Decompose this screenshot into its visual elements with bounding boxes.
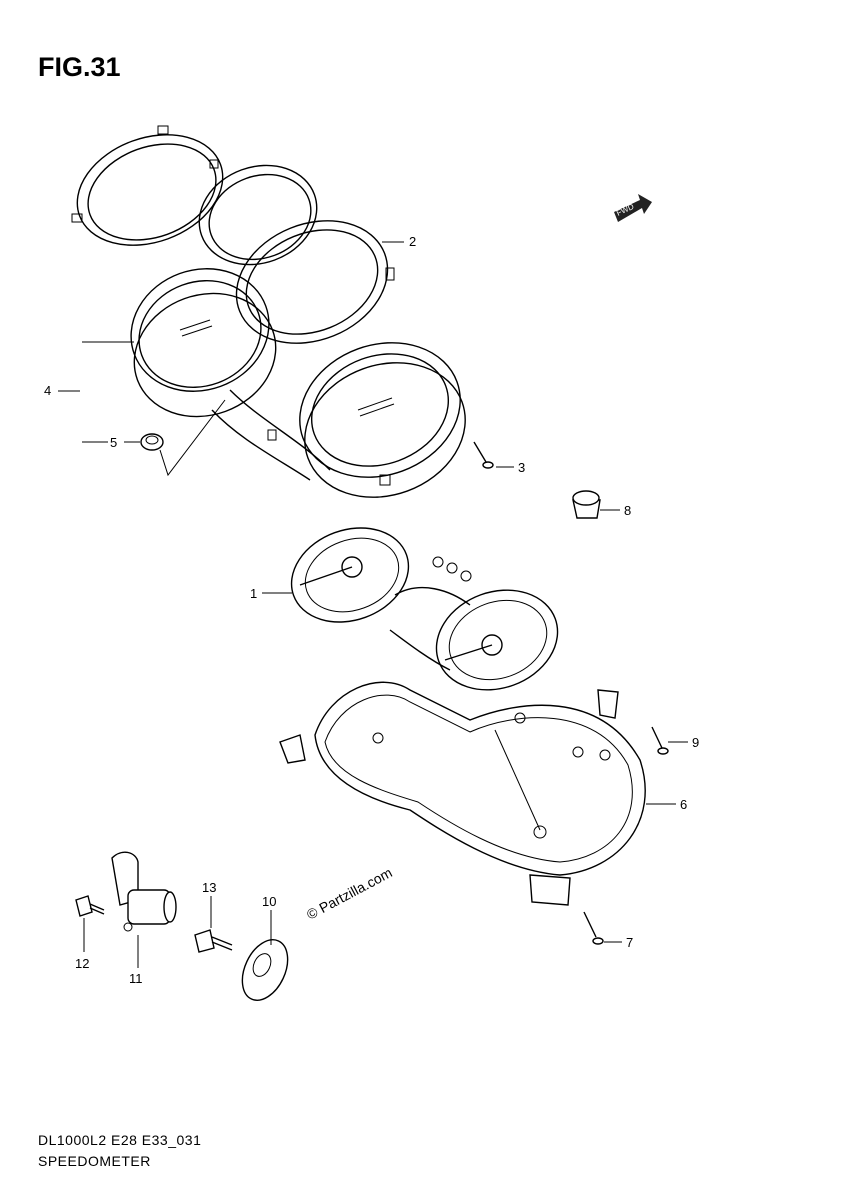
callout-9: 9: [692, 735, 699, 750]
front-bezel-ring: [235, 220, 395, 344]
callout-2: 2: [409, 234, 416, 249]
screw-3: [473, 441, 494, 469]
callout-13: 13: [202, 880, 216, 895]
callout-6: 6: [680, 797, 687, 812]
diagram-code: DL1000L2 E28 E33_031: [38, 1132, 202, 1148]
rotor-10: [241, 939, 289, 1001]
figure-title: FIG.31: [38, 52, 121, 82]
callout-3: 3: [518, 460, 525, 475]
callout-8: 8: [624, 503, 631, 518]
screw-9: [651, 726, 669, 755]
meter-lower-case: [279, 681, 646, 906]
cushion-5: [140, 399, 226, 477]
speed-sensor-11: [111, 851, 177, 932]
fwd-arrow-icon: FWD: [614, 194, 652, 222]
bolt-13: [194, 929, 233, 953]
screw-7: [583, 911, 604, 945]
meter-gauge-assembly: [290, 527, 559, 691]
callout-5: 5: [110, 435, 117, 450]
meter-lens-housing: [130, 268, 466, 498]
cap-8: [572, 490, 601, 519]
watermark: © Partzilla.com: [304, 864, 395, 922]
bolt-12: [75, 895, 105, 917]
diagram-name: SPEEDOMETER: [38, 1153, 151, 1169]
callout-1: 1: [250, 586, 257, 601]
callout-7: 7: [626, 935, 633, 950]
callout-11: 11: [129, 971, 143, 986]
callout-leaders: [58, 241, 688, 968]
callout-4: 4: [44, 383, 51, 398]
callout-12: 12: [75, 956, 89, 971]
rear-lens-ring: [71, 125, 318, 266]
callout-10: 10: [262, 894, 276, 909]
